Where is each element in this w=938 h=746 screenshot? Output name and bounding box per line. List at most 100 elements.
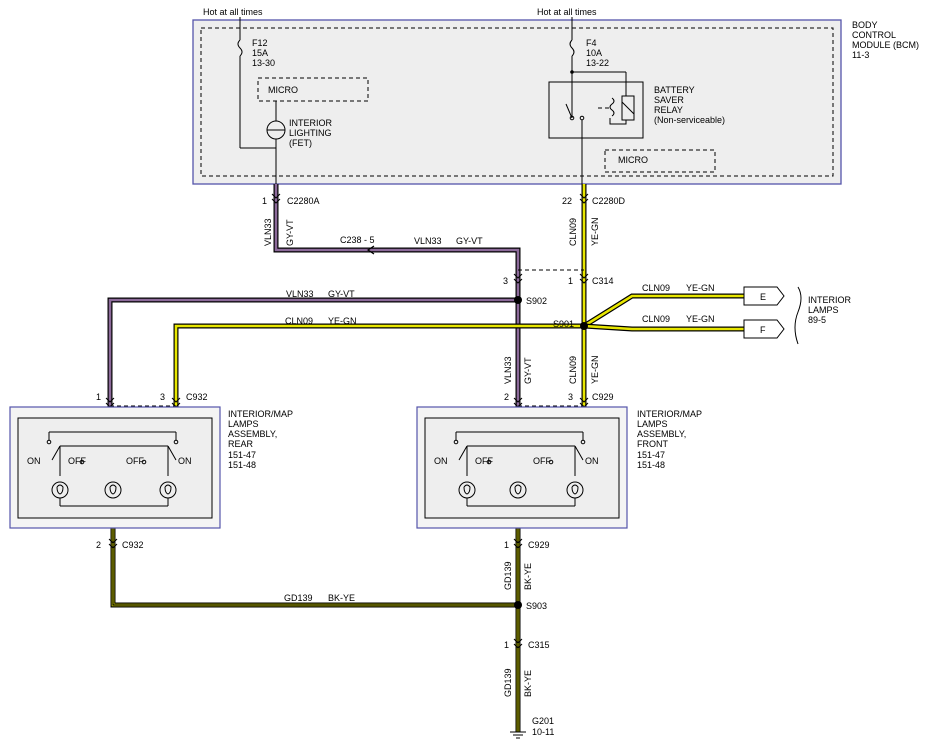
fuse-f12-label: F12: [252, 38, 268, 48]
rear-label-line-3: ASSEMBLY,: [228, 429, 277, 439]
relay-contact-icon: [565, 103, 573, 119]
relay-coil-icon: [621, 95, 635, 121]
front-label-line-5: 151-47: [637, 450, 665, 460]
micro-left-label: MICRO: [268, 85, 298, 95]
splice-dots: [514, 296, 588, 609]
micro-left-box: [257, 77, 369, 102]
c2280d-label: C2280D: [592, 196, 626, 206]
cln09-f-label: CLN09: [642, 314, 670, 324]
cln09-s901-to-rear-wire: [174, 324, 584, 407]
ye-gn-e-label: YE-GN: [686, 283, 715, 293]
rear-lamp-assembly: ON OFF OFF ON INTERIOR/MAP LAMPS ASSEMBL…: [9, 406, 293, 529]
relay-label-line-4: (Non-serviceable): [654, 115, 725, 125]
vln33-horizontal-label: VLN33: [414, 236, 442, 246]
interior-lamps-bracket: [794, 286, 802, 345]
bcm-label-line-3: MODULE (BCM): [852, 40, 919, 50]
front-label-line-6: 151-48: [637, 460, 665, 470]
gy-vt-front-vertical-label: GY-VT: [523, 357, 533, 384]
front-off-left-label: OFF: [475, 456, 493, 466]
rear-assembly-inner: [17, 417, 213, 519]
wire-harness: [107, 184, 744, 732]
rear-label-line-1: INTERIOR/MAP: [228, 409, 293, 419]
connector-chevron-icon: [579, 193, 589, 204]
c932-top-pin-1: 1: [96, 392, 101, 402]
splice-s903-label: S903: [526, 601, 547, 611]
rear-label-line-5: 151-47: [228, 450, 256, 460]
body-control-module: BODY CONTROL MODULE (BCM) 11-3 Hot at al…: [192, 7, 919, 185]
splice-s901-dot: [580, 322, 588, 330]
relay-label-line-1: BATTERY: [654, 85, 695, 95]
relay-label-line-3: RELAY: [654, 105, 683, 115]
gy-vt-horizontal-label: GY-VT: [456, 236, 483, 246]
front-label-line-4: FRONT: [637, 439, 668, 449]
connector-chevron-icon: [579, 273, 589, 284]
connector-chevron-icon: [108, 538, 118, 549]
splice-s903-dot: [514, 601, 522, 609]
c929-bottom-pin: 1: [504, 540, 509, 550]
micro-right-label: MICRO: [618, 155, 648, 165]
c929-top-label: C929: [592, 392, 614, 402]
c314-pin-3: 3: [503, 276, 508, 286]
fet-label-line-1: INTERIOR: [289, 118, 333, 128]
fuse-f12-rating: 15A: [252, 48, 268, 58]
gd139-stripe-0: [112, 528, 518, 606]
ground-g201-label: G201: [532, 716, 554, 726]
cln09-s901-to-f-wire: [583, 324, 744, 331]
vln33-vertical-label: VLN33: [263, 218, 273, 246]
splice-s902-dot: [514, 296, 522, 304]
c932-top-label: C932: [186, 392, 208, 402]
connector-f-shape: [743, 319, 785, 339]
cln09-s901-to-e-wire: [583, 294, 744, 328]
rear-label-line-6: 151-48: [228, 460, 256, 470]
splice-s902-label: S902: [526, 296, 547, 306]
rear-on-left-label: ON: [27, 456, 41, 466]
bk-ye-horizontal-label: BK-YE: [328, 593, 355, 603]
bcm-inner-dashed: [200, 27, 834, 177]
gd139-rear-to-s903-outline: [110, 528, 518, 608]
connector-chevron-icon: [513, 538, 523, 549]
cln09-front-vertical-label: CLN09: [568, 356, 578, 384]
bcm-outline: [192, 19, 842, 185]
ye-gn-rear-label: YE-GN: [328, 316, 357, 326]
c314-pin-1: 1: [568, 276, 573, 286]
rear-off-right-label: OFF: [126, 456, 144, 466]
cln09-e-label: CLN09: [642, 283, 670, 293]
rear-switch-right-icon: [167, 445, 177, 461]
fuse-f4-label: F4: [586, 38, 597, 48]
interior-lamps-label-line-3: 89-5: [808, 315, 826, 325]
bcm-label-line-2: CONTROL: [852, 30, 896, 40]
hot-at-all-times-left: Hot at all times: [203, 7, 263, 17]
gd139-rear-to-s903-wire: [111, 528, 518, 607]
connector-f-label: F: [760, 325, 766, 335]
front-off-right-label: OFF: [533, 456, 551, 466]
gy-vt-rear-label: GY-VT: [328, 289, 355, 299]
rear-on-right-label: ON: [178, 456, 192, 466]
c2280d-pin: 22: [562, 196, 572, 206]
c929-top-pin-2: 2: [504, 392, 509, 402]
interior-lamps-label-line-1: INTERIOR: [808, 295, 852, 305]
fuse-f12-ref: 13-30: [252, 58, 275, 68]
bcm-label-line-1: BODY: [852, 20, 878, 30]
ye-gn-vertical-label: YE-GN: [590, 217, 600, 246]
c2280a-label: C2280A: [287, 196, 320, 206]
top-connectors: 1 C2280A 22 C2280D VLN33 GY-VT CLN09 YE-…: [96, 196, 715, 402]
bcm-label-line-4: 11-3: [852, 50, 869, 60]
gd139-horizontal-label: GD139: [284, 593, 313, 603]
gy-vt-vertical-label: GY-VT: [285, 219, 295, 246]
rear-label-line-2: LAMPS: [228, 419, 259, 429]
rear-label-line-4: REAR: [228, 439, 254, 449]
c929-top-pin-3: 3: [568, 392, 573, 402]
battery-saver-relay-box: [548, 81, 644, 139]
micro-right-box: [604, 149, 716, 173]
fuse-f4-ref: 13-22: [586, 58, 609, 68]
fuse-f4-rating: 10A: [586, 48, 602, 58]
interior-lamps-connectors: E F INTERIOR LAMPS 89-5: [743, 286, 852, 345]
connector-markers: [105, 193, 589, 649]
front-switch-right-icon: [574, 445, 584, 461]
fet-label-line-2: LIGHTING: [289, 128, 332, 138]
vln33-rear-label: VLN33: [286, 289, 314, 299]
bottom-connectors: 2 C932 1 C929 GD139 BK-YE GD139 BK-YE S9…: [96, 540, 554, 739]
gd139-upper-vertical-label: GD139: [503, 561, 513, 590]
connector-chevron-icon: [271, 193, 281, 204]
